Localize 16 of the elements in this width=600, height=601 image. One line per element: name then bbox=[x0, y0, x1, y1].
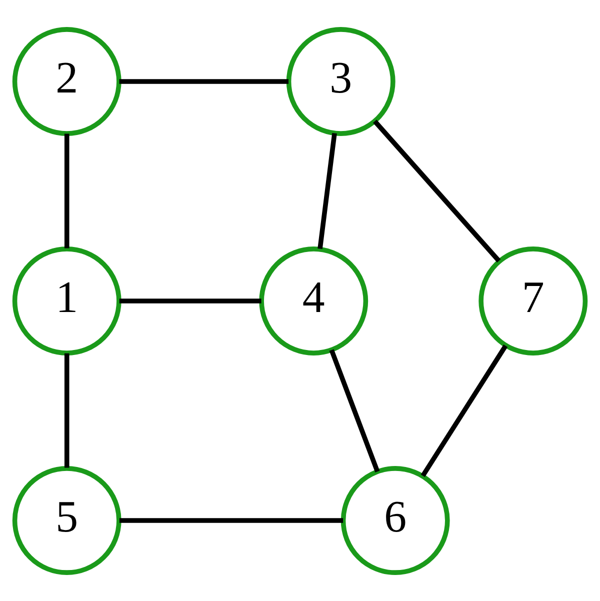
node-circle: 5 bbox=[12, 466, 122, 574]
node-circle: 3 bbox=[286, 26, 396, 136]
node-circle: 7 bbox=[478, 246, 588, 355]
node-circle: 4 bbox=[259, 246, 368, 355]
connector bbox=[119, 518, 344, 522]
node-circle: 1 bbox=[12, 246, 122, 355]
connector bbox=[420, 344, 508, 477]
node-circle: 2 bbox=[12, 26, 122, 136]
connector bbox=[119, 78, 288, 84]
connector bbox=[318, 132, 337, 249]
connector bbox=[119, 298, 262, 303]
connector bbox=[64, 352, 70, 468]
connector bbox=[64, 133, 70, 248]
connector bbox=[373, 119, 501, 262]
node-circle: 6 bbox=[340, 466, 450, 574]
connector bbox=[329, 348, 380, 472]
